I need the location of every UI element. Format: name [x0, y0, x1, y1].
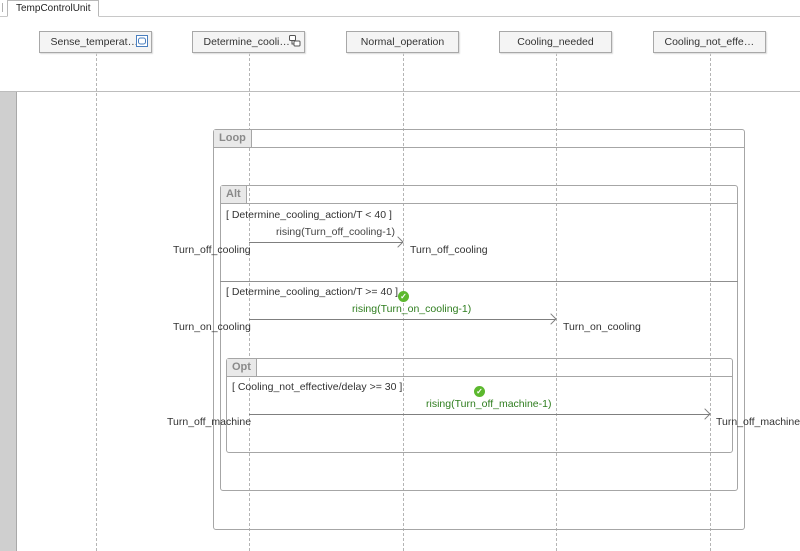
source-port-label: Turn_on_cooling	[173, 321, 251, 333]
message-arrow[interactable]	[249, 242, 403, 243]
tab-tempcontrolunit[interactable]: TempControlUnit	[7, 0, 100, 17]
lifeline-label: Sense_temperature	[50, 36, 141, 48]
loop-header-line	[214, 147, 744, 148]
check-passed-icon: ✓	[474, 386, 485, 397]
target-port-label: Turn_on_cooling	[563, 321, 641, 333]
lifeline-line-sense-temperature	[96, 53, 97, 551]
message-label[interactable]: rising(Turn_off_machine-1)	[426, 398, 552, 410]
lifeline-normal-operation[interactable]: Normal_operation	[346, 31, 459, 53]
lifeline-label: Cooling_needed	[517, 36, 594, 48]
target-port-label: Turn_off_cooling	[410, 244, 488, 256]
header-separator	[0, 91, 800, 92]
source-port-label: Turn_off_cooling	[173, 244, 251, 256]
lifeline-cooling-needed[interactable]: Cooling_needed	[499, 31, 612, 53]
lifeline-cooling-not-effective[interactable]: Cooling_not_effective	[653, 31, 766, 53]
opt-tag[interactable]: Opt	[227, 359, 257, 377]
lifeline-line-cooling-not-effective	[710, 53, 711, 551]
message-arrow[interactable]	[249, 319, 556, 320]
lifeline-line-normal-operation	[403, 53, 404, 551]
lifeline-line-cooling-needed	[556, 53, 557, 551]
message-arrow[interactable]	[249, 414, 710, 415]
tab-bar: TempControlUnit	[0, 0, 800, 17]
alt-operand-separator[interactable]	[220, 281, 738, 282]
alt-guard-2[interactable]: [ Determine_cooling_action/T >= 40 ]	[226, 286, 398, 298]
loop-tag[interactable]: Loop	[214, 130, 252, 148]
chart-block-icon	[136, 35, 148, 47]
lifeline-label: Normal_operation	[360, 36, 445, 48]
lifeline-determine-cooling-action[interactable]: Determine_cooling_action	[192, 31, 305, 53]
check-passed-icon: ✓	[398, 291, 409, 302]
loop-fragment[interactable]: Loop	[213, 129, 745, 530]
opt-guard[interactable]: [ Cooling_not_effective/delay >= 30 ]	[232, 381, 403, 393]
stateflow-icon	[289, 35, 301, 47]
lifeline-sense-temperature[interactable]: Sense_temperature	[39, 31, 152, 53]
lifeline-label: Determine_cooling_action	[203, 36, 294, 48]
lifeline-line-determine-cooling-action	[249, 53, 250, 551]
alt-guard-1[interactable]: [ Determine_cooling_action/T < 40 ]	[226, 209, 392, 221]
alt-header-line	[221, 203, 737, 204]
target-port-label: Turn_off_machine	[716, 416, 800, 428]
alt-fragment[interactable]: Alt	[220, 185, 738, 491]
alt-tag[interactable]: Alt	[221, 186, 247, 204]
left-gutter[interactable]	[0, 92, 17, 551]
tab-scroll-marker	[2, 3, 6, 12]
lifeline-label: Cooling_not_effective	[664, 36, 755, 48]
message-label[interactable]: rising(Turn_on_cooling-1)	[352, 303, 472, 315]
opt-header-line	[227, 376, 732, 377]
opt-fragment[interactable]: Opt	[226, 358, 733, 453]
source-port-label: Turn_off_machine	[167, 416, 252, 428]
message-label[interactable]: rising(Turn_off_cooling-1)	[276, 226, 396, 238]
